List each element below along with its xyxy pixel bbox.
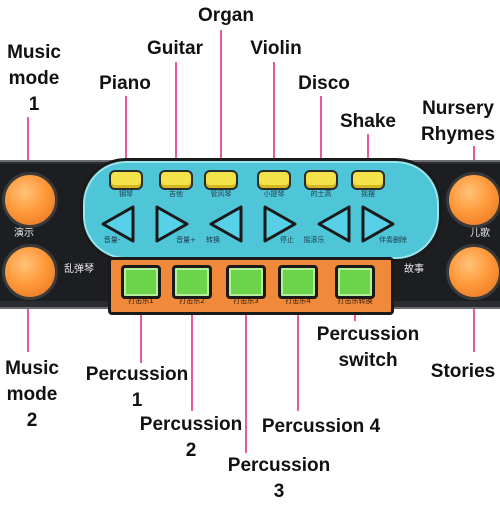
percussion-2-button[interactable] [172, 265, 212, 299]
leader-disco [320, 96, 322, 170]
organ-button[interactable] [204, 170, 238, 190]
violin-button-label: 小提琴 [263, 190, 285, 198]
leader-shake [367, 134, 369, 170]
leader-music-mode-1 [27, 117, 29, 173]
leader-percussion-4 [297, 293, 299, 411]
stop-label: 停止 [280, 236, 294, 244]
percussion-switch-button[interactable] [335, 265, 375, 299]
disco-button-label: 的士高 [310, 190, 332, 198]
leader-guitar [175, 62, 177, 170]
music-mode-1-label: 演示 [14, 228, 34, 239]
stories-label: 故事 [404, 264, 424, 275]
stories-button[interactable] [446, 244, 500, 300]
music-mode-2-line-3: 2 [26, 410, 38, 431]
nursery-rhymes-label: 儿歌 [470, 228, 490, 239]
guitar-button[interactable] [159, 170, 193, 190]
music-mode-2-line-2: mode [6, 384, 58, 405]
percussion-2-line-2: 2 [185, 440, 197, 461]
percussion-4-button-label: 打击乐4 [285, 297, 311, 305]
percussion-1-line-2: 1 [131, 390, 143, 411]
music-mode-1-line-3: 1 [28, 94, 40, 115]
percussion-switch-line-1: Percussion [316, 324, 420, 345]
violin-annotation: Violin [250, 38, 302, 59]
leader-percussion-3 [245, 293, 247, 453]
guitar-button-label: 吉他 [169, 190, 183, 198]
piano-button[interactable] [109, 170, 143, 190]
music-mode-1-line-1: Music [7, 42, 61, 63]
percussion-4-button[interactable] [278, 265, 318, 299]
volume-down-label: 音量- [103, 236, 121, 244]
nursery-rhymes-line-1: Nursery [422, 98, 494, 119]
music-mode-1-annotation: Music mode 1 [7, 40, 61, 118]
percussion-3-line-2: 3 [273, 481, 285, 502]
percussion-switch-line-2: switch [338, 350, 398, 371]
piano-button-label: 钢琴 [119, 190, 133, 198]
leader-piano [125, 96, 127, 170]
percussion-3-annotation: Percussion 3 [228, 453, 330, 505]
nursery-rhymes-button[interactable] [446, 172, 500, 228]
nursery-rhymes-annotation: Nursery Rhymes [421, 96, 495, 148]
percussion-3-button-label: 打击乐3 [233, 297, 259, 305]
shake-button-label: 摇摆 [361, 190, 375, 198]
stories-annotation: Stories [430, 361, 496, 382]
violin-button[interactable] [257, 170, 291, 190]
organ-button-label: 管风琴 [210, 190, 232, 198]
music-mode-2-line-1: Music [5, 358, 59, 379]
leader-music-mode-2 [27, 290, 29, 352]
percussion-1-line-1: Percussion [85, 364, 189, 385]
shake-button[interactable] [351, 170, 385, 190]
leader-percussion-1 [140, 293, 142, 363]
percussion-4-annotation: Percussion 4 [261, 416, 381, 437]
leader-nursery-rhymes [473, 146, 475, 172]
percussion-1-annotation: Percussion 1 [86, 362, 188, 414]
percussion-2-button-label: 打击乐2 [179, 297, 205, 305]
disco-annotation: Disco [298, 73, 350, 94]
volume-up-label: 音量+ [176, 236, 196, 244]
leader-stories [473, 290, 475, 352]
percussion-2-line-1: Percussion [139, 414, 243, 435]
guitar-annotation: Guitar [147, 38, 203, 59]
percussion-3-line-1: Percussion [227, 455, 331, 476]
organ-annotation: Organ [198, 5, 254, 26]
percussion-3-button[interactable] [226, 265, 266, 299]
volume-down-button[interactable] [100, 204, 136, 244]
leader-violin [273, 62, 275, 170]
leader-organ [220, 30, 222, 170]
music-mode-1-button[interactable] [2, 172, 58, 228]
disco-button[interactable] [304, 170, 338, 190]
nursery-rhymes-line-2: Rhymes [421, 124, 495, 145]
percussion-1-button[interactable] [121, 265, 161, 299]
switch-left-button[interactable] [208, 204, 244, 244]
switch-label: 转换 [206, 236, 220, 244]
percussion-1-button-label: 打击乐1 [128, 297, 154, 305]
volume-up-button[interactable] [154, 204, 190, 244]
rock-label: 摇滚乐 [303, 236, 325, 244]
music-mode-2-button[interactable] [2, 244, 58, 300]
stop-button[interactable] [262, 204, 298, 244]
rock-button[interactable] [316, 204, 352, 244]
piano-annotation: Piano [99, 73, 151, 94]
accompaniment-button[interactable] [360, 204, 396, 244]
percussion-switch-annotation: Percussion switch [317, 322, 419, 374]
leader-percussion-2 [191, 293, 193, 411]
music-mode-2-label: 乱弹琴 [64, 264, 94, 275]
percussion-2-annotation: Percussion 2 [140, 412, 242, 464]
percussion-switch-button-label: 打击乐转换 [337, 297, 373, 305]
accompaniment-label: 伴奏删除 [379, 236, 407, 244]
music-mode-2-annotation: Music mode 2 [5, 356, 59, 434]
music-mode-1-line-2: mode [8, 68, 60, 89]
shake-annotation: Shake [340, 111, 396, 132]
